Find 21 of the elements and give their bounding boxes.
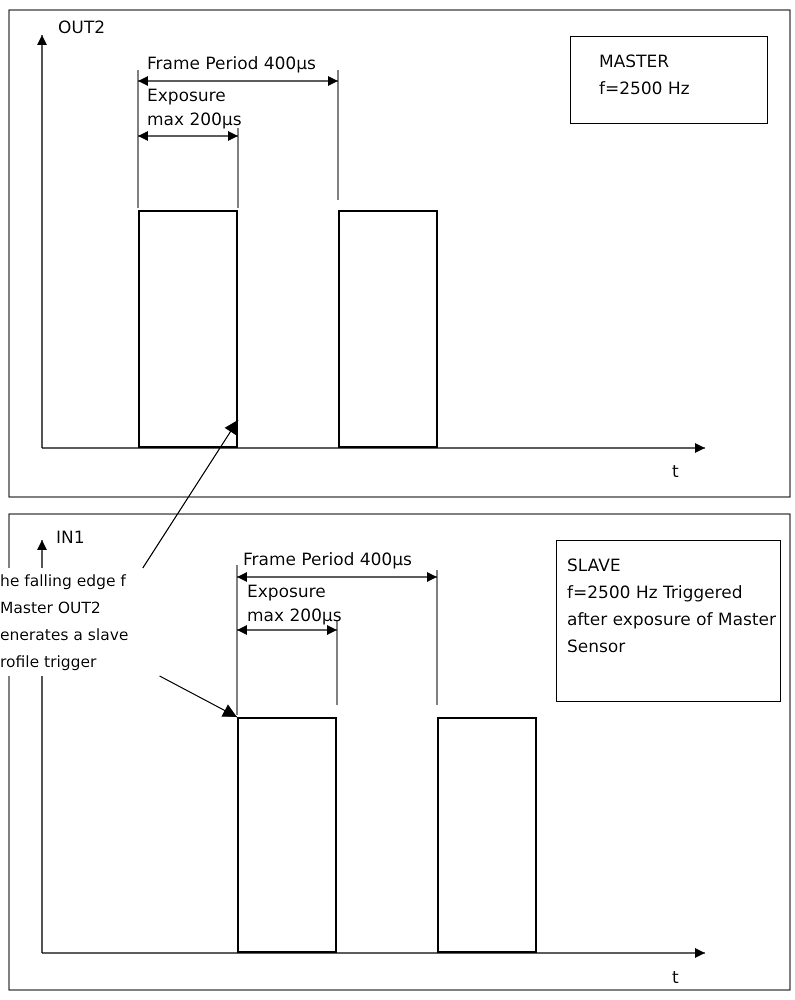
dimension-label: Frame Period 400µs bbox=[147, 53, 316, 76]
note-text: f=2500 Hz Triggered after exposure of Master Sensor bbox=[567, 582, 777, 659]
info-box bbox=[556, 540, 781, 702]
annotation-text: he falling edge f Master OUT2 enerates a slave rofile trigger bbox=[0, 571, 130, 673]
heading-text: MASTER bbox=[599, 51, 670, 74]
note-text: f=2500 Hz bbox=[599, 78, 691, 101]
pulse-block bbox=[338, 210, 438, 448]
info-box bbox=[570, 36, 768, 124]
dimension-label: Exposure max 200µs bbox=[247, 581, 343, 628]
leader-line bbox=[142, 420, 238, 568]
signal-name: IN1 bbox=[56, 527, 85, 550]
pulse-block bbox=[437, 717, 537, 953]
axis-label: t bbox=[672, 461, 679, 484]
axis-label: t bbox=[672, 967, 679, 990]
heading-text: SLAVE bbox=[567, 555, 622, 578]
dimension-label: Frame Period 400µs bbox=[243, 549, 412, 572]
dimension-label: Exposure max 200µs bbox=[147, 85, 243, 132]
pulse-block bbox=[138, 210, 238, 448]
pulse-block bbox=[237, 717, 337, 953]
signal-name: OUT2 bbox=[58, 17, 106, 40]
leader-line bbox=[159, 675, 238, 718]
